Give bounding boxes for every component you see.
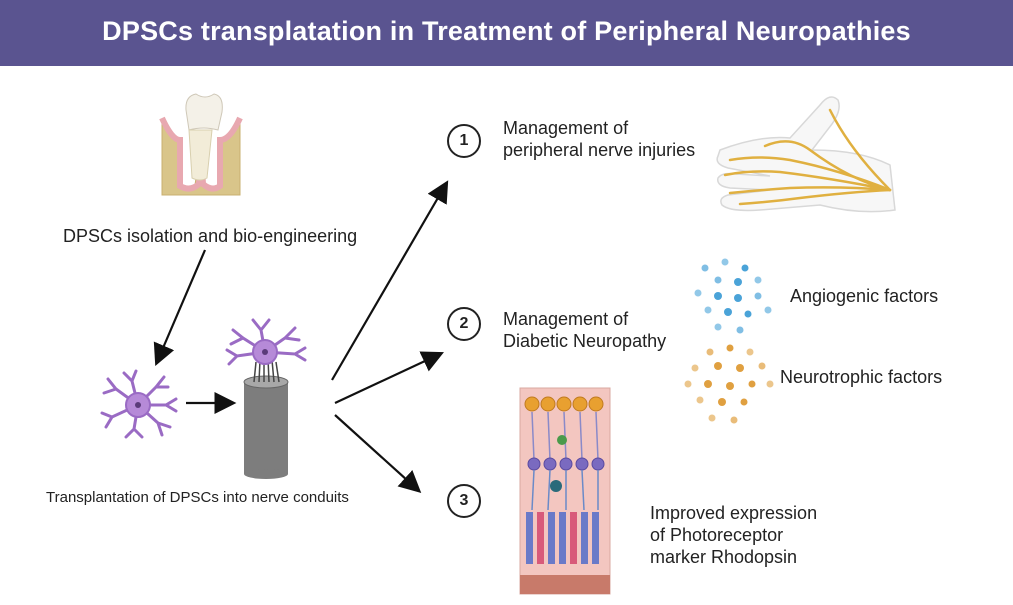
outcome-2-number: 2 [447, 307, 481, 341]
hand-icon [716, 96, 896, 213]
isolation-label: DPSCs isolation and bio-engineering [63, 226, 358, 246]
neurotrophic-dots [684, 344, 774, 424]
outcome-1-line1: Management of [503, 118, 629, 138]
outcome-3-number: 3 [447, 484, 481, 518]
angiogenic-dots [694, 258, 772, 334]
photoreceptor-line3: marker Rhodopsin [650, 547, 798, 567]
tooth-icon [159, 93, 243, 196]
arrow-isolation-to-neuron [153, 249, 207, 367]
outcome-2-line2: Diabetic Neuropathy [503, 331, 667, 351]
arrow-to-outcome-2 [334, 351, 444, 404]
photoreceptor-line1: Improved expression [650, 503, 818, 523]
neurotrophic-label: Neurotrophic factors [780, 367, 943, 387]
outcome-2-line1: Management of [503, 309, 629, 329]
photoreceptor-line2: of Photoreceptor [650, 525, 784, 545]
arrow-to-outcome-3 [334, 414, 422, 493]
transplant-label: Transplantation of DPSCs into nerve cond… [46, 489, 349, 506]
angiogenic-label: Angiogenic factors [790, 286, 939, 306]
outcome-1-number: 1 [447, 124, 481, 158]
retina-icon [519, 387, 611, 595]
outcome-1-line2: peripheral nerve injuries [503, 140, 696, 160]
conduit-icon [225, 318, 307, 479]
neuron-icon [100, 369, 178, 439]
page-title: DPSCs transplatation in Treatment of Per… [102, 16, 911, 46]
arrow-to-outcome-1 [331, 180, 449, 381]
title-banner: DPSCs transplatation in Treatment of Per… [0, 0, 1013, 66]
